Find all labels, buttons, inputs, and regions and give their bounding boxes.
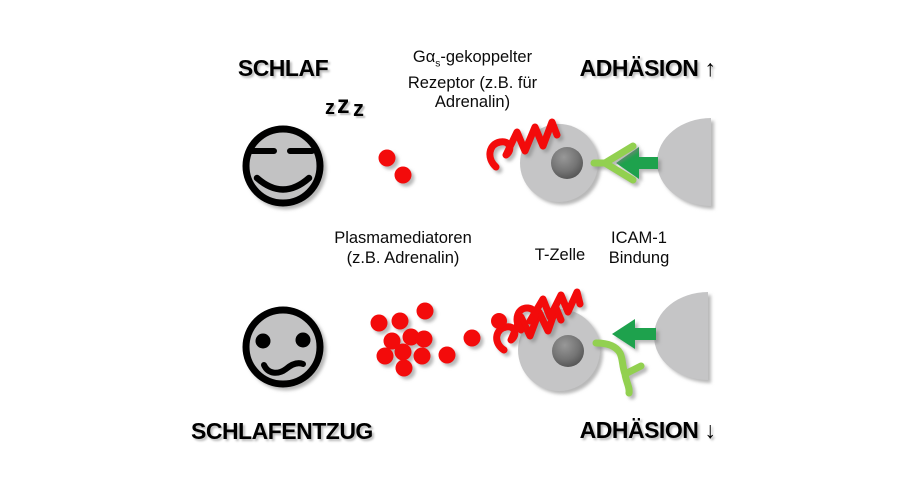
mediator-dot bbox=[383, 332, 401, 350]
receptor-line1-post: -gekoppelter bbox=[440, 48, 533, 66]
open-eye-icon bbox=[295, 332, 311, 348]
mediators-line2: (z.B. Adrenalin) bbox=[346, 248, 460, 267]
sleep-z-icon: z bbox=[337, 91, 350, 119]
gpcr-receptors-bottom bbox=[491, 288, 584, 354]
icam-binding-bottom bbox=[612, 319, 656, 349]
mediators-line1: Plasmamediatoren bbox=[334, 229, 472, 247]
label-gpcr-receptor: Gαs-gekoppelter Rezeptor (z.B. für Adren… bbox=[390, 48, 555, 113]
smile-mouth bbox=[253, 174, 313, 193]
sleep-z-icon: z bbox=[325, 97, 335, 119]
lfa1-fork-icon bbox=[592, 339, 645, 397]
title-sleep-deprivation: SCHLAFENTZUG bbox=[191, 418, 373, 444]
plasma-mediators-many bbox=[370, 302, 481, 377]
icam-line1: ICAM-1 bbox=[611, 229, 667, 247]
receptor-line3: Adrenalin) bbox=[434, 93, 511, 112]
mediator-dot bbox=[394, 343, 412, 361]
t-cell-nucleus bbox=[551, 147, 583, 179]
gpcr-squiggle-icon bbox=[513, 288, 584, 334]
mediator-dot bbox=[376, 347, 394, 365]
t-cell-nucleus bbox=[552, 335, 584, 367]
adhesion-up-label: ADHÄSION bbox=[579, 55, 699, 81]
sad-face bbox=[242, 306, 324, 388]
gpcr-squiggle-icon bbox=[486, 118, 561, 171]
receptor-line1-pre: Gα bbox=[412, 48, 436, 66]
title-adhesion-down: ADHÄSION↓ bbox=[560, 417, 735, 444]
worried-mouth bbox=[261, 360, 306, 376]
up-arrow-icon: ↑ bbox=[704, 55, 716, 81]
lfa1-fork-top bbox=[590, 142, 637, 184]
lfa1-fork-bottom-detached bbox=[592, 339, 645, 397]
icam-arrow bbox=[612, 319, 656, 349]
mediator-dot bbox=[394, 166, 412, 184]
title-sleep: SCHLAF bbox=[237, 55, 329, 81]
title-adhesion-up: ADHÄSION↑ bbox=[560, 55, 735, 82]
mediator-dot bbox=[395, 359, 413, 377]
mediator-dot bbox=[378, 149, 396, 167]
mediator-dot bbox=[391, 312, 409, 330]
mediator-dot bbox=[463, 329, 481, 347]
mediator-dot bbox=[416, 302, 434, 320]
gpcr-receptor-top bbox=[486, 118, 561, 171]
open-eye-icon bbox=[255, 333, 271, 349]
label-plasma-mediators: Plasmamediatoren (z.B. Adrenalin) bbox=[310, 229, 496, 268]
icam-binding-top bbox=[616, 147, 658, 179]
mediator-dot bbox=[370, 314, 388, 332]
sleeping-face bbox=[242, 125, 324, 207]
receptor-line1-sub: s bbox=[435, 58, 441, 70]
down-arrow-icon: ↓ bbox=[704, 417, 716, 443]
mediator-dot bbox=[413, 347, 431, 365]
bound-mediator-dot bbox=[491, 313, 507, 329]
endothelium-top bbox=[657, 118, 711, 206]
receptor-line2: Rezeptor (z.B. für bbox=[407, 73, 538, 92]
lfa1-fork-icon bbox=[590, 142, 637, 184]
label-icam-binding: ICAM-1 Bindung bbox=[596, 229, 682, 268]
icam-arrow bbox=[616, 147, 658, 179]
mediator-dot bbox=[402, 328, 420, 346]
mediator-dot bbox=[415, 330, 433, 348]
endothelium-bottom bbox=[654, 292, 708, 380]
sleep-z-icon: z bbox=[353, 96, 364, 121]
gpcr-squiggle-icon bbox=[493, 304, 565, 354]
label-t-cell: T-Zelle bbox=[534, 246, 586, 264]
mediator-dot bbox=[438, 346, 456, 364]
plasma-mediators-few bbox=[378, 149, 412, 184]
adhesion-down-label: ADHÄSION bbox=[579, 417, 699, 443]
endothelium-half-circle bbox=[654, 292, 708, 380]
t-cell-bottom bbox=[518, 309, 600, 391]
icam-line2: Bindung bbox=[608, 248, 670, 267]
endothelium-half-circle bbox=[657, 118, 711, 206]
